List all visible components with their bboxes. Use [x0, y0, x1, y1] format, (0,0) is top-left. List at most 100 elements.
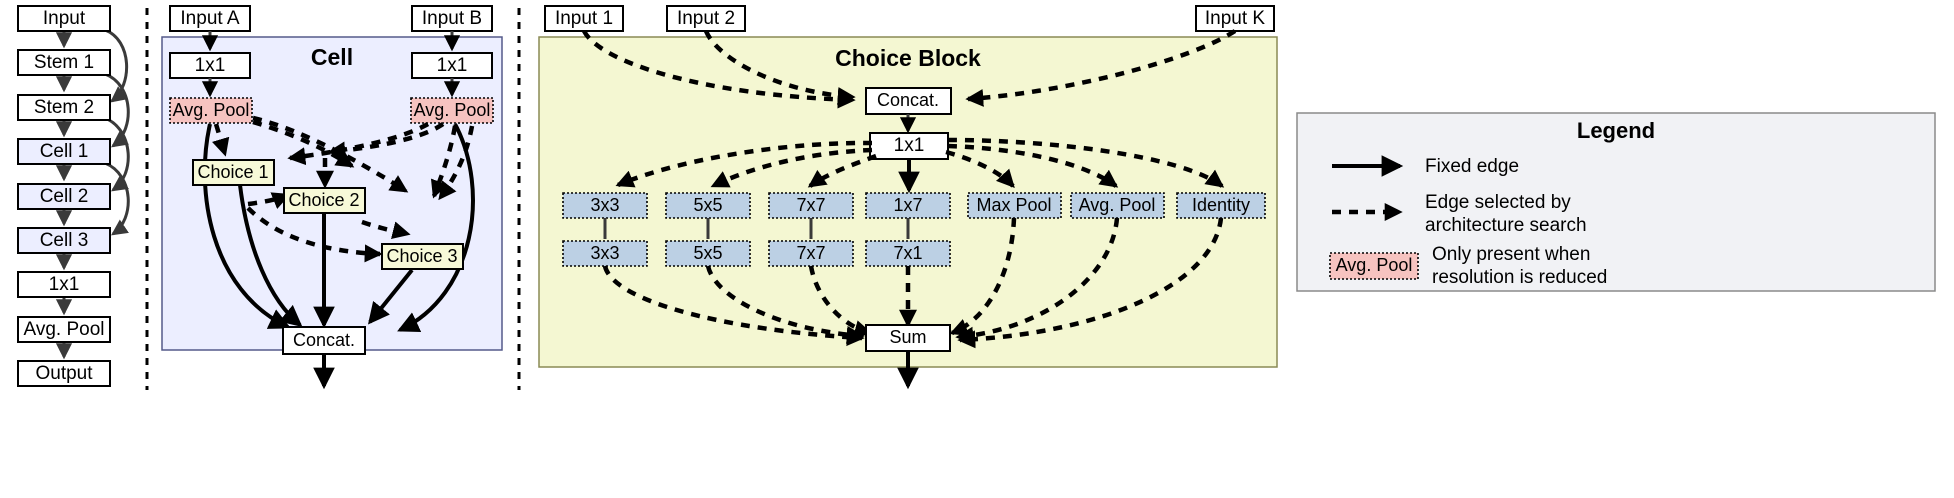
backbone-node-cell1-label: Cell 1	[40, 141, 89, 162]
backbone-node-cell1[interactable]: Cell 1	[17, 138, 111, 165]
choice-op-avgpool-label: Avg. Pool	[1079, 195, 1156, 215]
choice-op2-7x1[interactable]: 7x1	[865, 240, 951, 267]
cell-node-convA-label: 1x1	[195, 55, 226, 76]
legend-title: Legend	[1577, 118, 1655, 143]
choice-op2-7x7[interactable]: 7x7	[768, 240, 854, 267]
cell-dashed-poolB-choice3	[430, 125, 458, 199]
edge-conv-identity	[947, 137, 1225, 188]
cell-dashed-choice2-choice3	[361, 219, 411, 240]
backbone-node-cell3-label: Cell 3	[40, 230, 89, 251]
skip-edge-stem1-cell1	[104, 72, 130, 148]
choice-op-1x7-label: 1x7	[893, 195, 922, 215]
cell-node-poolB[interactable]: Avg. Pool	[410, 97, 494, 124]
backbone-node-conv1x1[interactable]: 1x1	[17, 271, 111, 298]
choice-node-sum-label: Sum	[889, 327, 926, 347]
choice-op-identity-label: Identity	[1192, 195, 1250, 215]
cell-node-convA[interactable]: 1x1	[169, 52, 251, 79]
skip-edge-cell1-cell3	[104, 161, 130, 236]
choice-node-concat-label: Concat.	[877, 90, 939, 110]
edge-3x3-sum	[602, 265, 865, 347]
backbone-node-stem1-label: Stem 1	[34, 52, 94, 73]
cell-solid-poolB-concat	[397, 123, 475, 332]
cell-panel-title: Cell	[311, 44, 353, 70]
cell-node-choice3[interactable]: Choice 3	[381, 243, 464, 270]
skip-edge-input-stem2	[104, 28, 129, 103]
cell-node-poolA-label: Avg. Pool	[173, 100, 250, 120]
cell-dashed-poolB-choice3b	[438, 125, 475, 201]
cell-node-poolB-label: Avg. Pool	[414, 100, 491, 120]
backbone-node-conv1x1-label: 1x1	[49, 274, 80, 295]
choice-op-identity[interactable]: Identity	[1176, 192, 1266, 219]
choice-node-concat[interactable]: Concat.	[865, 87, 952, 115]
backbone-node-input-label: Input	[43, 8, 86, 29]
edge-conv-maxpool	[945, 149, 1015, 188]
backbone-node-cell2[interactable]: Cell 2	[17, 183, 111, 210]
choice-op-5x5[interactable]: 5x5	[665, 192, 751, 219]
choice-node-conv1x1[interactable]: 1x1	[869, 132, 949, 160]
choice-op-7x7[interactable]: 7x7	[768, 192, 854, 219]
choice-op-3x3-label: 3x3	[590, 195, 619, 215]
cell-node-poolA[interactable]: Avg. Pool	[169, 97, 253, 124]
backbone-node-input[interactable]: Input	[17, 5, 111, 32]
cell-solid-choice1-concat	[238, 184, 303, 328]
choice-op-3x3[interactable]: 3x3	[562, 192, 648, 219]
edge-conv-5x5	[710, 147, 873, 189]
cell-dashed-choice1-choice3	[246, 206, 383, 263]
choice-input-2-label: Input 2	[677, 8, 735, 29]
cell-node-choice2[interactable]: Choice 2	[283, 187, 366, 214]
legend-avgpool-box-label: Avg. Pool	[1336, 255, 1413, 275]
choice-op2-3x3-label: 3x3	[590, 243, 619, 263]
choice-op2-3x3[interactable]: 3x3	[562, 240, 648, 267]
choice-op-5x5-label: 5x5	[693, 195, 722, 215]
cell-node-concat[interactable]: Concat.	[282, 326, 366, 355]
choice-input-1[interactable]: Input 1	[544, 5, 624, 32]
choice-op2-7x1-label: 7x1	[893, 243, 922, 263]
backbone-node-output-label: Output	[35, 363, 93, 384]
choice-op2-7x7-label: 7x7	[796, 243, 825, 263]
edge-in1-concat	[582, 29, 856, 109]
legend-avgpool-line1: Only present when	[1432, 244, 1590, 265]
choice-op-maxpool-label: Max Pool	[976, 195, 1051, 215]
cell-solid-choice3-concat	[367, 268, 414, 325]
choice-op-avgpool[interactable]: Avg. Pool	[1070, 192, 1165, 219]
legend-avgpool-line2: resolution is reduced	[1432, 267, 1607, 288]
backbone-node-output[interactable]: Output	[17, 360, 111, 387]
edge-maxpool-sum	[949, 217, 1017, 336]
cell-node-choice1-label: Choice 1	[197, 162, 268, 182]
cell-input-a-label: Input A	[180, 8, 239, 29]
backbone-node-avgpool[interactable]: Avg. Pool	[17, 316, 111, 343]
cell-dashed-poolB-choice1	[287, 122, 430, 166]
cell-node-choice2-label: Choice 2	[288, 190, 359, 210]
cell-input-a[interactable]: Input A	[169, 5, 251, 32]
choice-input-k[interactable]: Input K	[1195, 5, 1275, 32]
choice-op-1x7[interactable]: 1x7	[865, 192, 951, 219]
cell-node-convB[interactable]: 1x1	[411, 52, 493, 79]
backbone-node-cell2-label: Cell 2	[40, 186, 89, 207]
legend-searched-edge-line2: architecture search	[1425, 215, 1587, 236]
choice-op2-5x5[interactable]: 5x5	[665, 240, 751, 267]
edge-inK-concat	[965, 29, 1237, 107]
legend-searched-edge-line1: Edge selected by	[1425, 192, 1571, 213]
backbone-node-stem2[interactable]: Stem 2	[17, 94, 111, 121]
legend-fixed-edge-row: Fixed edge	[1332, 155, 1519, 177]
cell-node-choice1[interactable]: Choice 1	[192, 159, 275, 186]
choice-block-title: Choice Block	[835, 45, 981, 71]
choice-node-conv1x1-label: 1x1	[894, 135, 925, 156]
choice-node-sum[interactable]: Sum	[865, 324, 951, 352]
cell-dashed-poolA-choice1	[211, 123, 230, 157]
skip-edge-stem2-cell2	[104, 116, 130, 192]
choice-input-k-label: Input K	[1205, 8, 1266, 29]
choice-input-2[interactable]: Input 2	[666, 5, 746, 32]
edge-conv-avgpool	[947, 143, 1119, 188]
choice-op-maxpool[interactable]: Max Pool	[967, 192, 1062, 219]
backbone-node-cell3[interactable]: Cell 3	[17, 227, 111, 254]
choice-input-1-label: Input 1	[555, 8, 613, 29]
edge-conv-3x3	[615, 140, 873, 188]
backbone-node-stem1[interactable]: Stem 1	[17, 49, 111, 76]
backbone-node-stem2-label: Stem 2	[34, 97, 94, 118]
legend-avgpool-box-icon	[1329, 252, 1419, 280]
cell-input-b[interactable]: Input B	[411, 5, 493, 32]
cell-node-concat-label: Concat.	[293, 330, 355, 350]
